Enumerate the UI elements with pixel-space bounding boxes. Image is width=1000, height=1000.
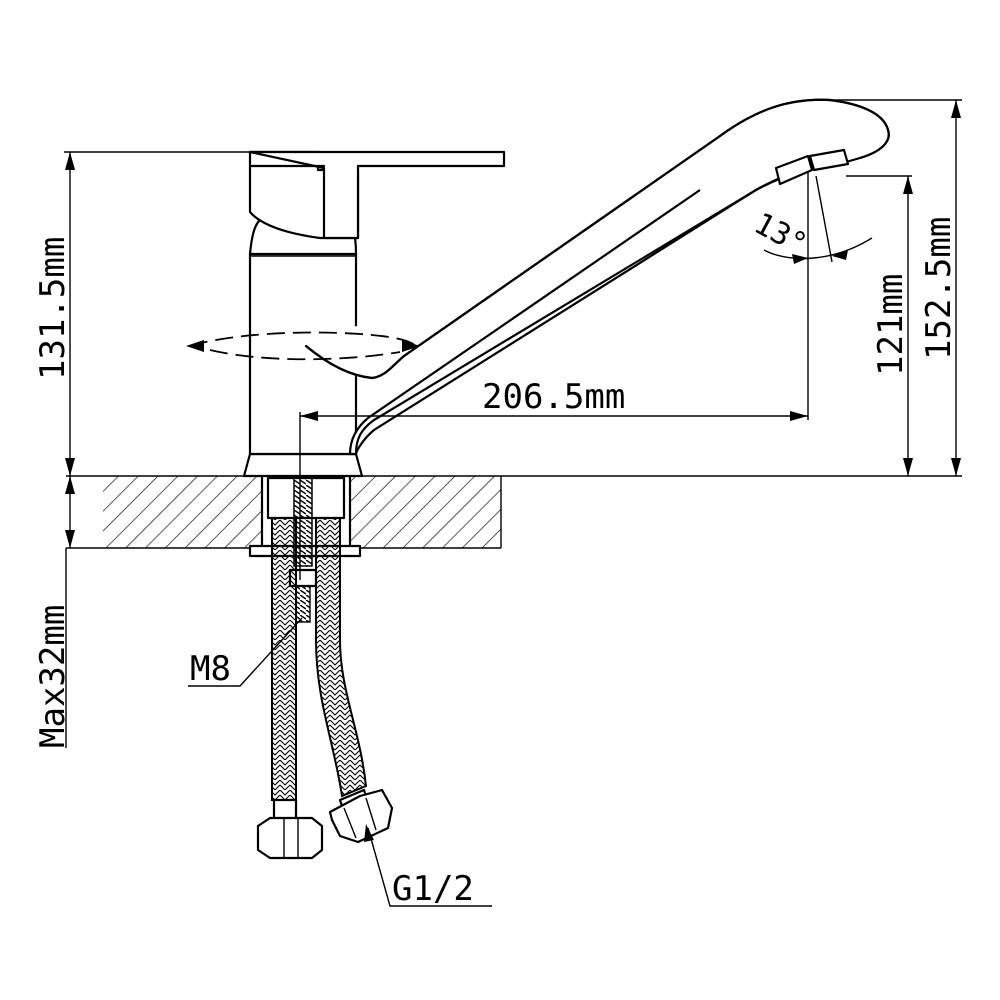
dimension-total-height: 152.5mm	[808, 99, 962, 476]
dimension-body-height: 131.5mm	[33, 151, 250, 476]
swivel-rotation-indicator	[186, 331, 420, 361]
mounting-hardware	[248, 476, 362, 623]
flexible-hose-right	[315, 517, 394, 844]
dimension-spout-reach: 206.5mm	[299, 264, 809, 580]
spout-angle-indicator: 13°	[748, 172, 873, 264]
callout-stud-thread: M8	[188, 617, 303, 689]
counter-thickness-label: Max32mm	[33, 605, 73, 748]
spout	[304, 98, 890, 456]
total-height-label: 152.5mm	[919, 217, 959, 360]
stud-thread-label: M8	[190, 649, 231, 689]
body-height-label: 131.5mm	[33, 237, 73, 380]
countertop-section	[66, 474, 962, 550]
callout-hose-thread: G1/2	[364, 824, 492, 909]
spout-reach-label: 206.5mm	[482, 377, 625, 417]
spout-height-label: 121mm	[871, 274, 911, 376]
spout-angle-label: 13°	[748, 206, 812, 262]
hose-thread-label: G1/2	[392, 869, 474, 909]
faucet-body	[242, 150, 506, 478]
flexible-hose-left	[256, 517, 324, 860]
dimension-counter-thickness: Max32mm	[33, 476, 75, 748]
dimension-spout-height: 121mm	[846, 175, 913, 476]
